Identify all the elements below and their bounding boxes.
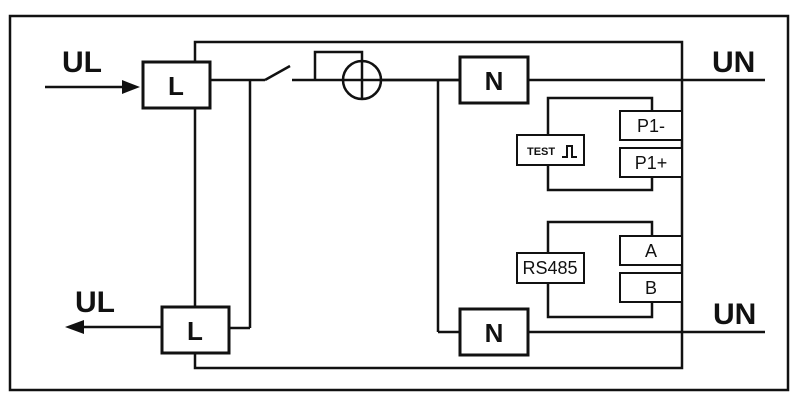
rs485-label: RS485 (522, 258, 577, 278)
test-pulse-icon (562, 145, 577, 158)
n-top-label: N (485, 66, 504, 96)
switch-blade (264, 64, 291, 82)
ul-in-arrowhead (122, 80, 140, 94)
un-top-label: UN (712, 46, 755, 79)
p1-plus-box (619, 147, 683, 178)
ul-in-label: UL (62, 46, 102, 79)
a-box (619, 235, 683, 266)
b-label: B (645, 278, 657, 298)
test-top-wire (546, 96, 654, 135)
test-bottom-wire (546, 165, 654, 192)
n-bottom-box (458, 307, 530, 357)
l-bottom-label: L (187, 316, 203, 346)
n-top-box (458, 55, 530, 105)
b-box (619, 272, 683, 303)
p1-minus-label: P1- (637, 116, 665, 136)
p1-plus-label: P1+ (635, 153, 668, 173)
ul-out-arrowhead (65, 320, 84, 334)
ul-out-label: UL (75, 286, 115, 319)
outer-frame (8, 14, 790, 392)
un-bottom-label: UN (713, 298, 756, 331)
p1-minus-box (619, 110, 683, 141)
rs485-box (516, 252, 585, 284)
n-bottom-label: N (485, 318, 504, 348)
device-body (193, 40, 684, 370)
rs485-bottom-wire (546, 283, 654, 319)
a-label: A (645, 241, 657, 261)
rs485-top-wire (546, 220, 654, 253)
l-top-label: L (168, 71, 184, 101)
l-top-box (141, 60, 212, 110)
l-bottom-box (160, 305, 231, 355)
test-label: TEST (527, 146, 555, 158)
